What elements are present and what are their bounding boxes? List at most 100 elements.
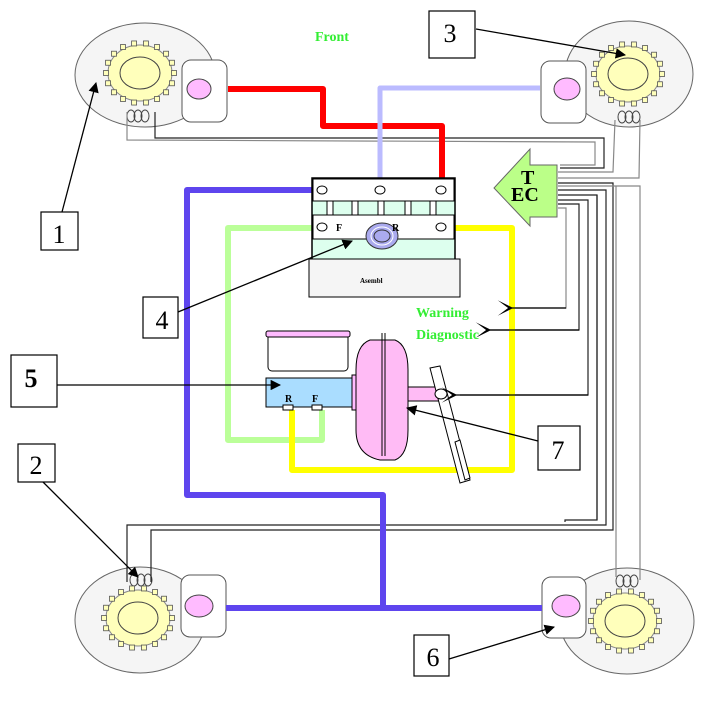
tone-ring	[592, 592, 658, 650]
tone-ring-tooth	[120, 96, 126, 102]
tone-ring-tooth	[657, 60, 663, 67]
tone-ring-tooth	[599, 51, 605, 58]
master-port-front: F	[312, 394, 318, 405]
caliper-piston	[186, 78, 212, 100]
ecu-label-line2: EC	[511, 184, 539, 206]
tone-ring-tooth	[171, 70, 177, 76]
wheel-front-left	[74, 22, 228, 128]
tone-ring-tooth	[163, 50, 169, 57]
tone-ring-tooth	[639, 644, 645, 650]
tone-ring-tooth	[659, 71, 665, 77]
tone-ring-tooth	[120, 44, 126, 50]
wheel-front-right	[540, 20, 694, 128]
tone-ring-tooth	[109, 595, 115, 602]
wheel-speed-sensor	[615, 574, 639, 588]
sensor-wires	[126, 112, 641, 582]
tone-ring-tooth	[608, 45, 614, 51]
line-front-left	[228, 86, 445, 180]
callout-number: 4	[156, 306, 169, 335]
tone-ring-tooth	[619, 100, 625, 107]
caliper-piston	[184, 594, 214, 618]
callout-number: 6	[427, 643, 440, 672]
ecu: T EC	[493, 147, 558, 228]
tone-ring-tooth	[657, 81, 663, 88]
callout-2: 2	[17, 443, 56, 483]
tone-ring-tooth	[105, 59, 111, 66]
brake-booster	[355, 333, 444, 461]
tone-ring-tooth	[118, 589, 124, 595]
tone-ring-tooth	[608, 97, 614, 103]
tone-ring-tooth	[129, 585, 135, 592]
secondary-circuit	[289, 225, 515, 473]
tone-ring-tooth	[103, 70, 109, 76]
tone-ring-tooth	[616, 647, 622, 654]
tone-ring	[105, 589, 171, 647]
tone-ring-tooth	[103, 604, 109, 611]
tone-ring-tooth	[631, 100, 637, 107]
callout-3: 3	[428, 10, 476, 59]
tone-ring-tooth	[161, 634, 167, 641]
tone-ring-tooth	[590, 607, 596, 614]
diagnostic-label: Diagnostic	[416, 328, 479, 343]
tone-ring-tooth	[656, 618, 662, 624]
tone-ring-tooth	[654, 607, 660, 614]
tone-ring-tooth	[654, 628, 660, 635]
tone-ring-tooth	[141, 585, 147, 592]
master-port-rear: R	[285, 394, 293, 405]
tone-ring-tooth	[651, 51, 657, 58]
tone-ring-tooth	[648, 598, 654, 605]
tone-ring-tooth	[161, 595, 167, 602]
tone-ring-teeth	[101, 40, 665, 654]
tone-ring-tooth	[154, 96, 160, 102]
master-cylinder: R F	[265, 330, 359, 411]
tone-ring-tooth	[591, 71, 597, 77]
modulator-base	[308, 258, 461, 298]
assembly-label: Asembl	[360, 277, 383, 285]
callout-number: 7	[552, 436, 565, 465]
tone-ring-tooth	[588, 618, 594, 624]
primary-circuit	[225, 225, 325, 443]
callout-1: 1	[40, 211, 79, 251]
tone-ring-tooth	[590, 628, 596, 635]
modulator-port-front: F	[336, 223, 342, 234]
tone-ring-tooth	[154, 44, 160, 50]
tone-ring-tooth	[596, 637, 602, 644]
line-rear	[184, 187, 542, 611]
callout-5: 5	[10, 354, 58, 408]
tone-ring-tooth	[651, 90, 657, 97]
tone-ring-tooth	[103, 625, 109, 632]
tone-ring-tooth	[129, 644, 135, 651]
hydraulic-lines	[184, 85, 542, 611]
tone-ring-tooth	[143, 40, 149, 47]
tone-ring	[107, 44, 173, 102]
caliper-piston	[551, 594, 581, 618]
callout-4: 4	[142, 296, 179, 339]
tone-ring-tooth	[642, 97, 648, 103]
tone-ring-tooth	[167, 604, 173, 611]
tone-ring-tooth	[169, 615, 175, 621]
tone-ring-tooth	[605, 644, 611, 650]
tone-ring-tooth	[593, 60, 599, 67]
line-front-right	[377, 85, 540, 180]
tone-ring-tooth	[111, 89, 117, 96]
tone-ring-tooth	[167, 625, 173, 632]
tone-ring-tooth	[152, 589, 158, 595]
tone-ring-tooth	[642, 45, 648, 51]
callout-number: 2	[30, 451, 43, 480]
modulator-port-rear: R	[392, 223, 400, 234]
caliper-piston	[553, 77, 581, 101]
tone-ring-tooth	[131, 99, 137, 106]
tone-ring-tooth	[131, 40, 137, 47]
tone-ring-tooth	[631, 41, 637, 48]
wheel-rear-right	[541, 567, 695, 675]
brake-pedal	[429, 365, 471, 484]
wheel-speed-sensor	[617, 110, 641, 124]
tone-ring-tooth	[639, 592, 645, 598]
tone-ring-tooth	[163, 89, 169, 96]
tone-ring-tooth	[648, 637, 654, 644]
wheel-rear-left	[74, 566, 227, 674]
callout-number: 3	[444, 19, 457, 48]
front-label: Front	[315, 30, 349, 45]
tone-ring-tooth	[628, 647, 634, 654]
